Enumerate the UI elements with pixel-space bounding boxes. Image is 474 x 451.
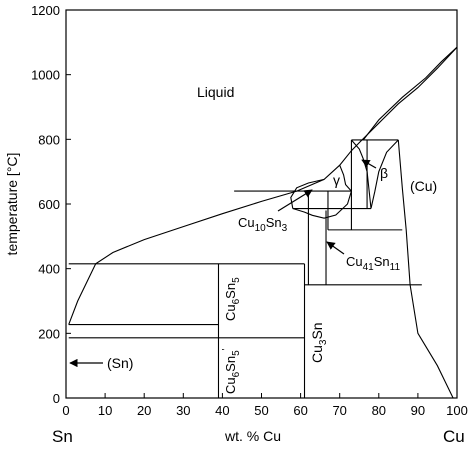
gamma-boundary-right [339, 164, 352, 192]
y-tick-label: 400 [38, 262, 60, 277]
phase-cu41sn11-label: Cu41Sn11 [346, 254, 400, 273]
region-cu-label: (Cu) [410, 178, 437, 194]
arrow-beta [361, 159, 377, 169]
x-tick-label: 70 [332, 403, 346, 418]
region-gamma-label: γ [333, 172, 340, 188]
arrow-cu41sn11 [326, 241, 345, 255]
plot-frame [65, 9, 458, 399]
y-tick-label: 800 [38, 132, 60, 147]
x-end-label-cu: Cu [443, 427, 465, 446]
x-tick-label: 20 [137, 403, 151, 418]
x-tick-label: 60 [293, 403, 307, 418]
region-sn-label: (Sn) [107, 355, 133, 371]
y-tick-label: 200 [38, 326, 60, 341]
x-axis-label: wt. % Cu [224, 428, 281, 444]
phase-cu3sn-label: Cu3Sn [309, 322, 329, 363]
x-tick-label: 90 [411, 403, 425, 418]
cu-solidus-curve [362, 46, 458, 141]
y-tick-label: 0 [53, 391, 60, 406]
y-tick-label: 600 [38, 197, 60, 212]
x-end-label-sn: Sn [52, 427, 73, 446]
region-liquid-label: Liquid [197, 84, 234, 100]
phase-cu6sn5-label: Cu6Sn5 [223, 277, 242, 321]
arrow-cu10sn3 [277, 189, 313, 212]
x-tick-label: 10 [98, 403, 112, 418]
phase-boundaries [68, 46, 458, 399]
x-tick-label: 40 [215, 403, 229, 418]
x-tick-label: 50 [254, 403, 268, 418]
beta-boundary-left [350, 139, 372, 209]
gamma-boundary-bottom [292, 190, 352, 219]
beta-boundary-right [370, 139, 399, 209]
y-axis-label: temperature [°C] [4, 153, 20, 256]
liquidus-curve [68, 46, 458, 325]
region-beta-label: β [380, 165, 388, 181]
gamma-boundary-left [290, 178, 325, 209]
x-tick-label: 30 [176, 403, 190, 418]
x-tick-label: 80 [372, 403, 386, 418]
x-tick-label: 0 [62, 403, 69, 418]
x-tick-label: 100 [446, 403, 468, 418]
phase-cu10sn3-label: Cu10Sn3 [238, 215, 288, 234]
y-tick-label: 1000 [31, 68, 60, 83]
y-tick-label: 1200 [31, 3, 60, 18]
phase-cu6sn5-prime-label: Cu6Sn5' [221, 348, 242, 394]
